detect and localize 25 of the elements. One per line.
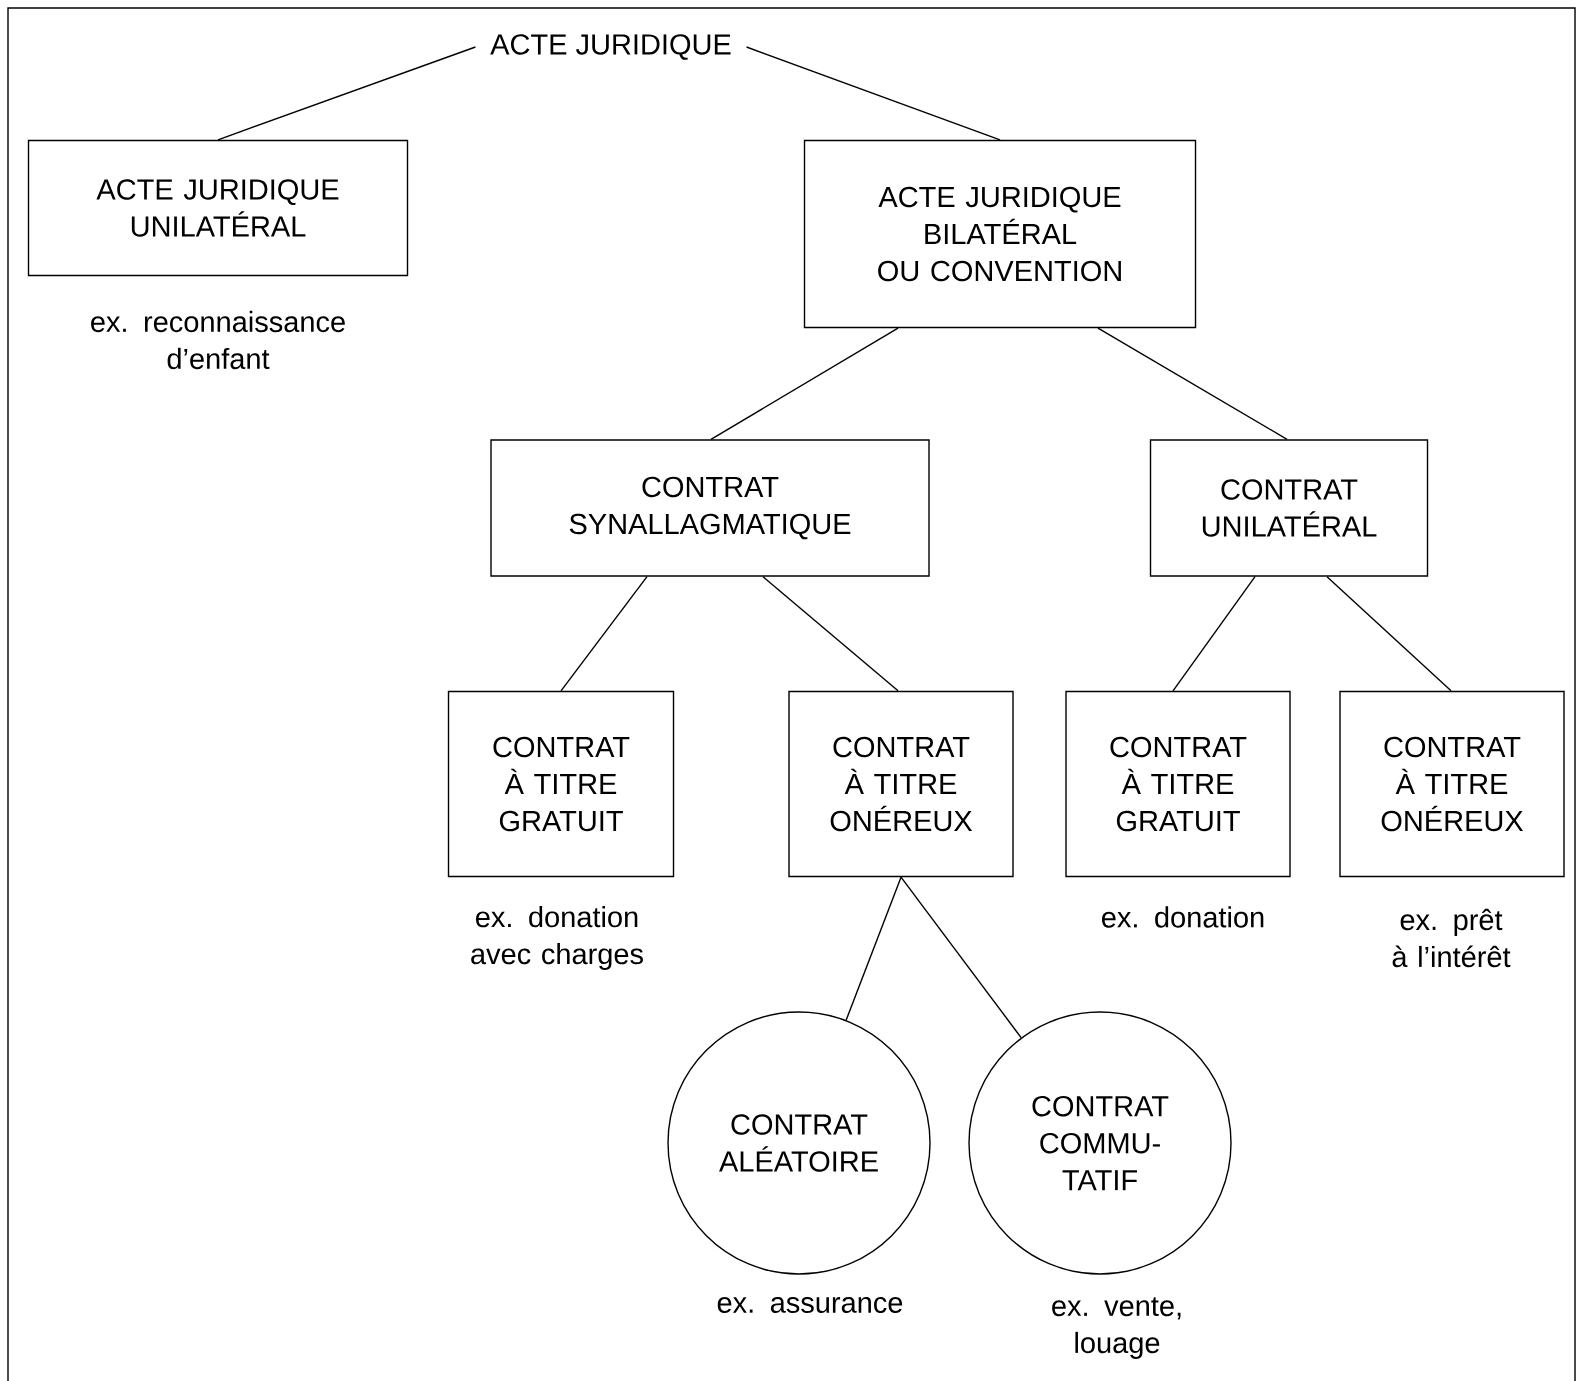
category-box: ACTE JURIDIQUE UNILATÉRAL	[27, 139, 409, 277]
category-box: CONTRAT SYNALLAGMATIQUE	[490, 439, 930, 577]
connector-line	[762, 576, 899, 692]
category-box: CONTRAT À TITRE ONÉREUX	[1339, 690, 1565, 878]
example-text: ex. prêt à l’intérêt	[1392, 908, 1511, 968]
example-text: ex. donation	[1102, 906, 1264, 928]
connector-line	[710, 327, 899, 440]
connector-line	[900, 876, 1022, 1039]
category-box: CONTRAT À TITRE GRATUIT	[447, 690, 675, 878]
connector-line	[1097, 327, 1288, 440]
example-text: ex. reconnaissance d’enfant	[91, 310, 345, 370]
heading-text: ACTE JURIDIQUE	[490, 34, 731, 60]
connector-line	[217, 46, 477, 141]
connector-line	[560, 576, 648, 692]
connector-line	[1172, 576, 1256, 692]
category-box: CONTRAT UNILATÉRAL	[1149, 439, 1429, 577]
example-text: ex. donation avec charges	[471, 906, 643, 970]
connector-line	[845, 876, 902, 1021]
connector-line	[1326, 576, 1452, 692]
connector-line	[745, 46, 1001, 141]
category-box: CONTRAT À TITRE ONÉREUX	[788, 690, 1014, 878]
category-box: ACTE JURIDIQUE BILATÉRAL OU CONVENTION	[803, 139, 1197, 329]
example-text: ex. vente, louage	[1052, 1297, 1181, 1359]
category-box: CONTRAT À TITRE GRATUIT	[1065, 690, 1291, 878]
example-text: ex. assurance	[717, 1297, 903, 1313]
